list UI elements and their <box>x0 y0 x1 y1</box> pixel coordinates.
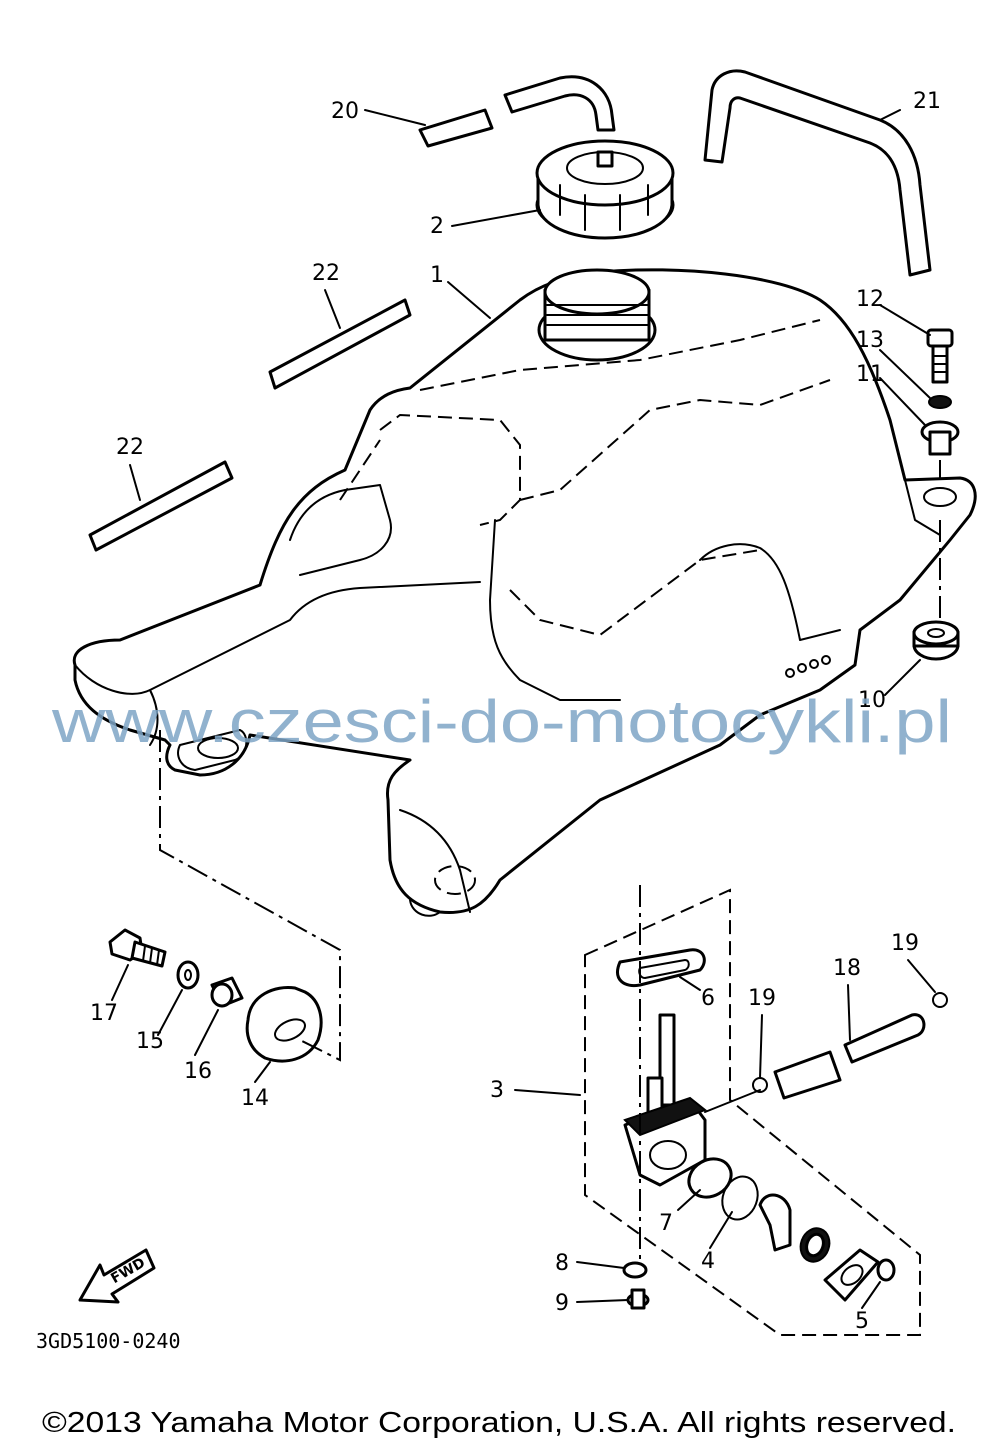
callout-9: 9 <box>555 1291 569 1316</box>
callout-4: 4 <box>701 1249 715 1274</box>
right-mount-hardware <box>912 328 960 661</box>
callout-7: 7 <box>659 1211 673 1236</box>
callout-21: 21 <box>913 89 941 114</box>
leader-lines <box>111 109 936 1309</box>
callout-numbers: 20 2 1 21 22 22 12 13 11 10 17 15 16 14 … <box>90 89 941 1334</box>
callout-16: 16 <box>184 1059 212 1084</box>
watermark: www.czesci-do-motocykli.pl <box>51 688 952 755</box>
fwd-direction-arrow: FWD <box>78 1248 156 1304</box>
callout-12: 12 <box>856 287 884 312</box>
callout-8: 8 <box>555 1251 569 1276</box>
callout-2: 2 <box>430 214 444 239</box>
callout-15: 15 <box>136 1029 164 1054</box>
callout-10: 10 <box>858 688 886 713</box>
fuel-cock-assembly <box>584 885 948 1336</box>
callout-18: 18 <box>833 956 861 981</box>
rubber-strap <box>703 69 932 277</box>
callout-22-upper: 22 <box>312 261 340 286</box>
callout-20: 20 <box>331 99 359 124</box>
callout-5: 5 <box>855 1309 869 1334</box>
callout-1: 1 <box>430 263 444 288</box>
breather-hose <box>418 75 616 148</box>
callout-13: 13 <box>856 328 884 353</box>
left-mount-hardware <box>108 730 341 1063</box>
copyright-notice: ©2013 Yamaha Motor Corporation, U.S.A. A… <box>42 1407 956 1439</box>
callout-3: 3 <box>490 1078 504 1103</box>
diagram-code: 3GD5100-0240 <box>36 1329 181 1353</box>
callout-17: 17 <box>90 1001 118 1026</box>
callout-22-lower: 22 <box>116 435 144 460</box>
damper-pads <box>88 298 412 552</box>
callout-19-left: 19 <box>748 986 776 1011</box>
callout-6: 6 <box>701 986 715 1011</box>
fuel-tank <box>72 268 977 917</box>
callout-19-right: 19 <box>891 931 919 956</box>
fuel-cap <box>535 139 675 240</box>
callout-14: 14 <box>241 1086 269 1111</box>
callout-11: 11 <box>856 362 884 387</box>
